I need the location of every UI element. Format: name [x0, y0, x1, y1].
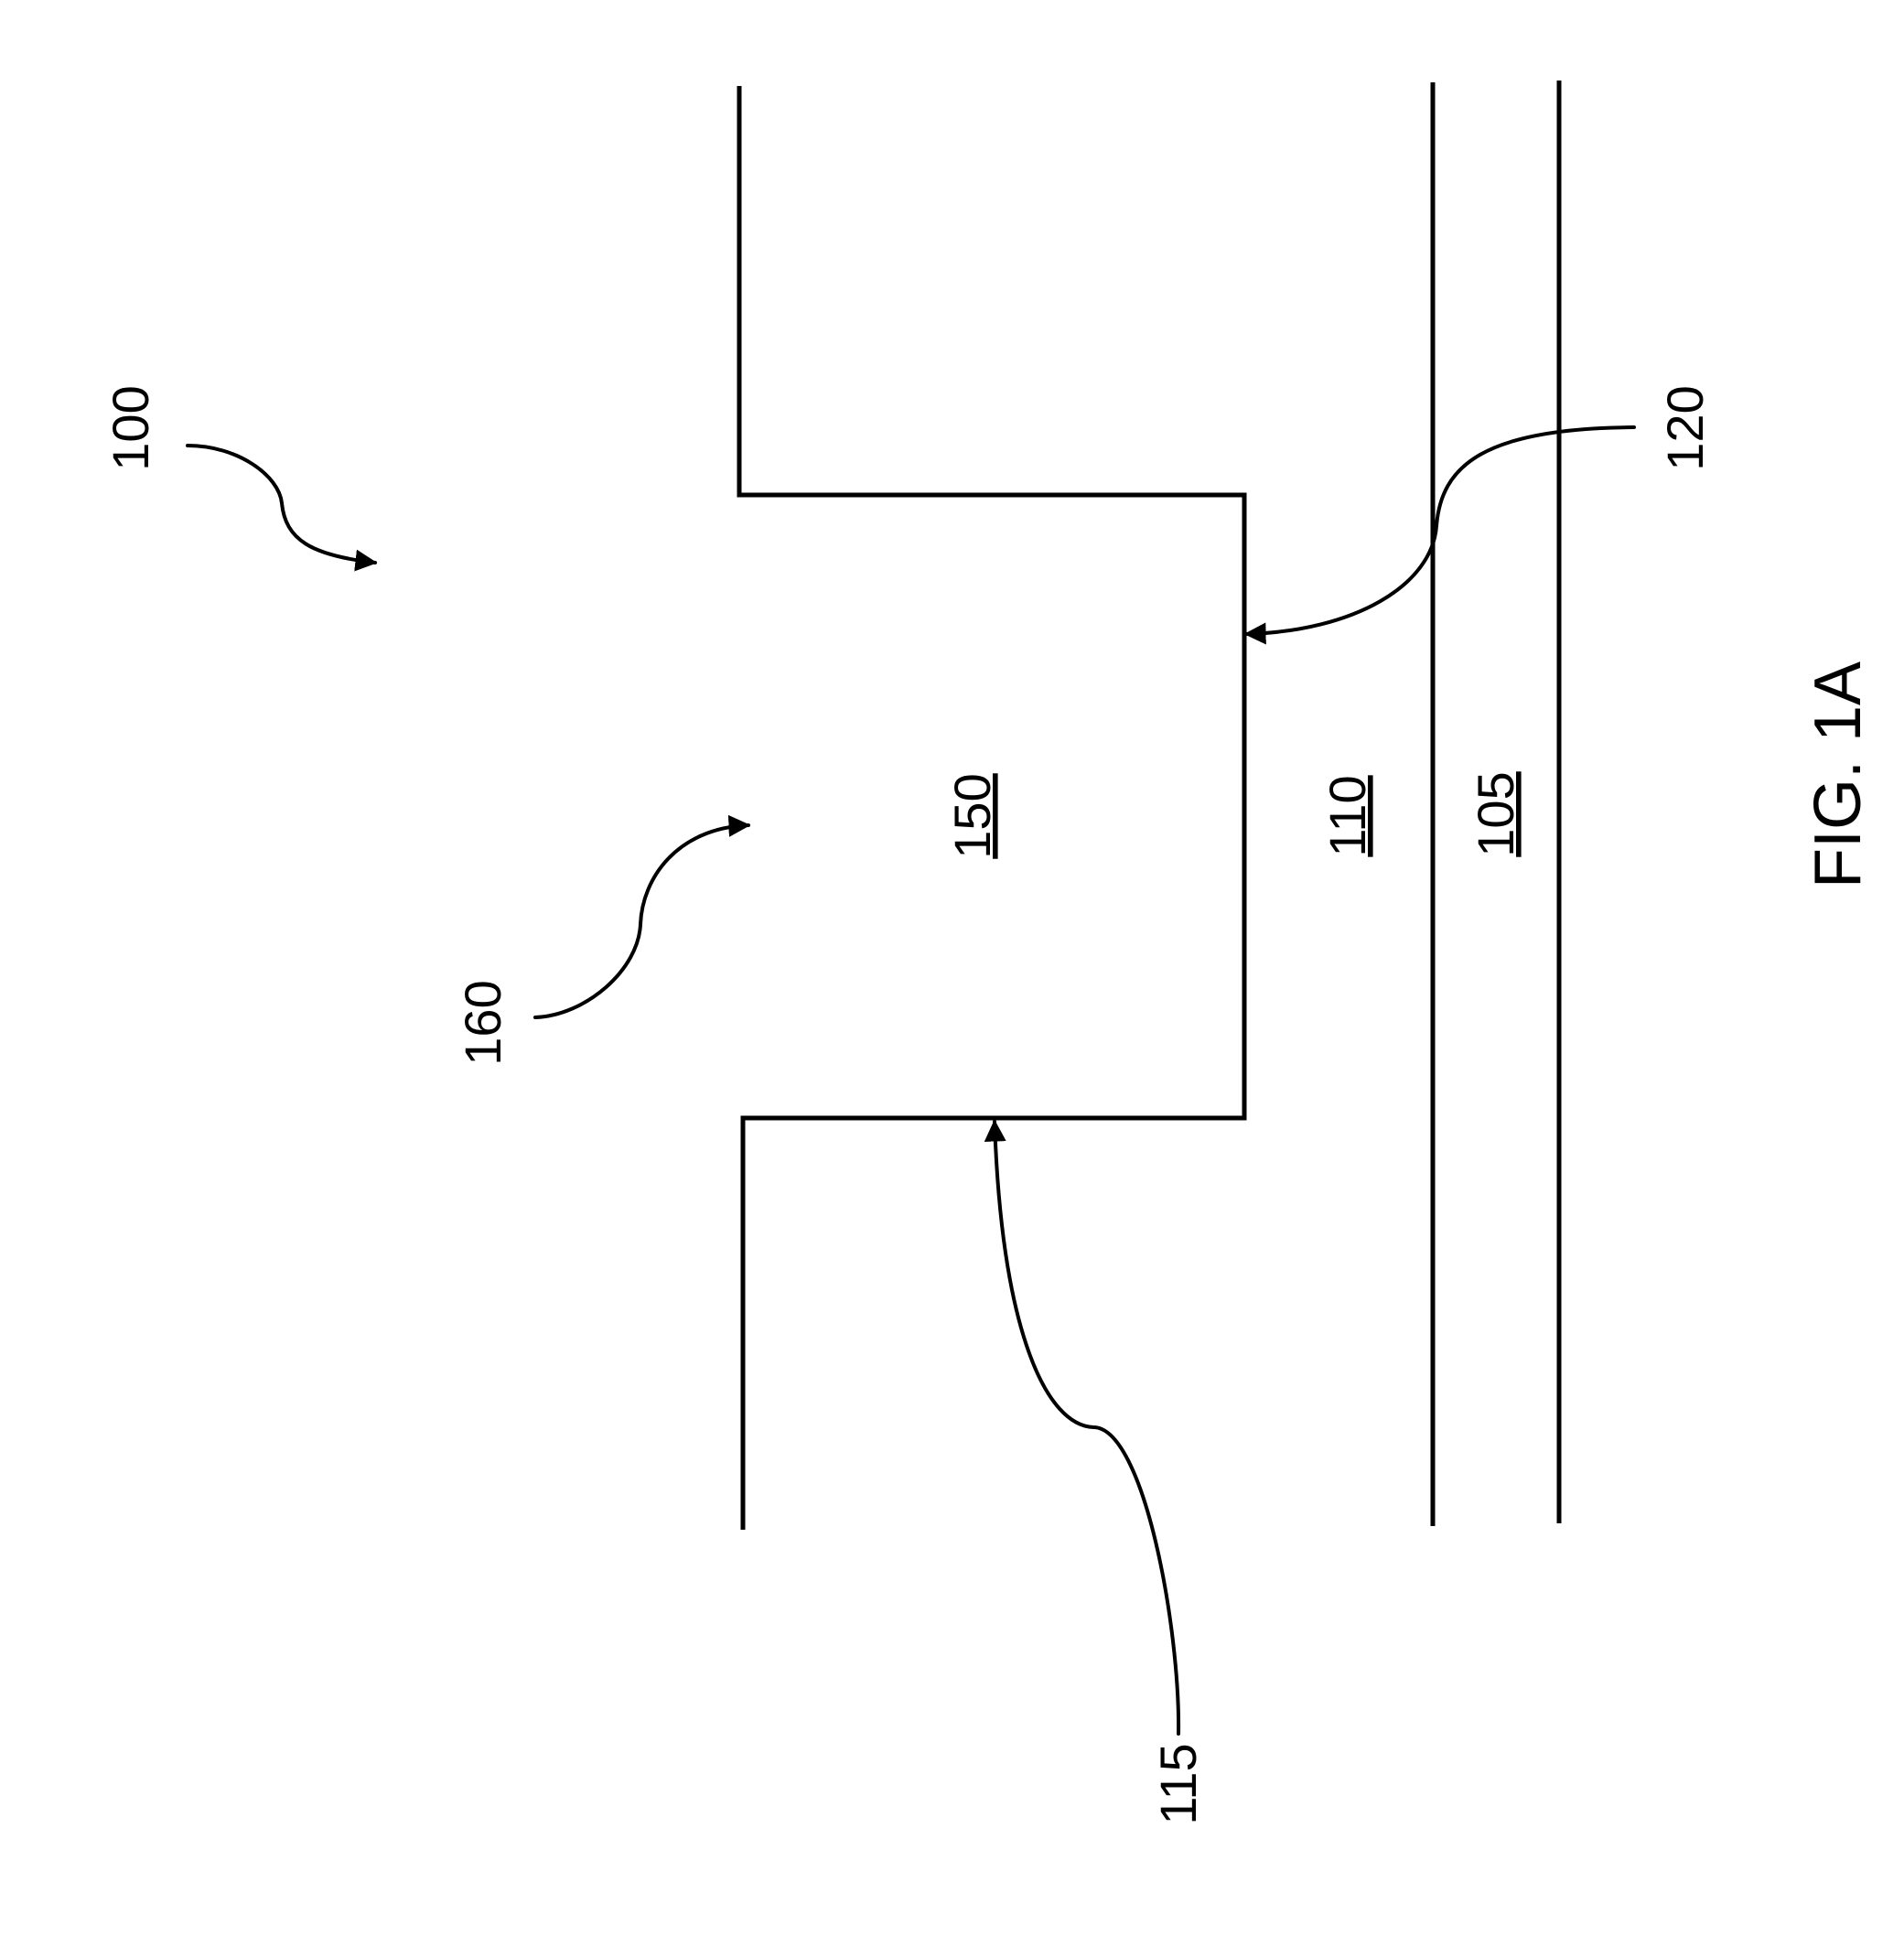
- leader-arrow-100: [188, 446, 375, 563]
- region-label-105: 105: [1467, 771, 1524, 856]
- ref-label-160: 160: [454, 980, 511, 1065]
- leader-arrow-120: [1246, 427, 1634, 634]
- region-label-150: 150: [943, 773, 1001, 858]
- figure-caption: FIG. 1A: [1802, 661, 1875, 888]
- leader-arrow-160: [535, 825, 748, 1017]
- ref-label-100: 100: [102, 385, 159, 470]
- ref-label-115: 115: [1149, 1743, 1207, 1824]
- ref-label-120: 120: [1656, 385, 1714, 470]
- leader-arrow-115: [995, 1122, 1178, 1734]
- region-label-110: 110: [1318, 775, 1376, 856]
